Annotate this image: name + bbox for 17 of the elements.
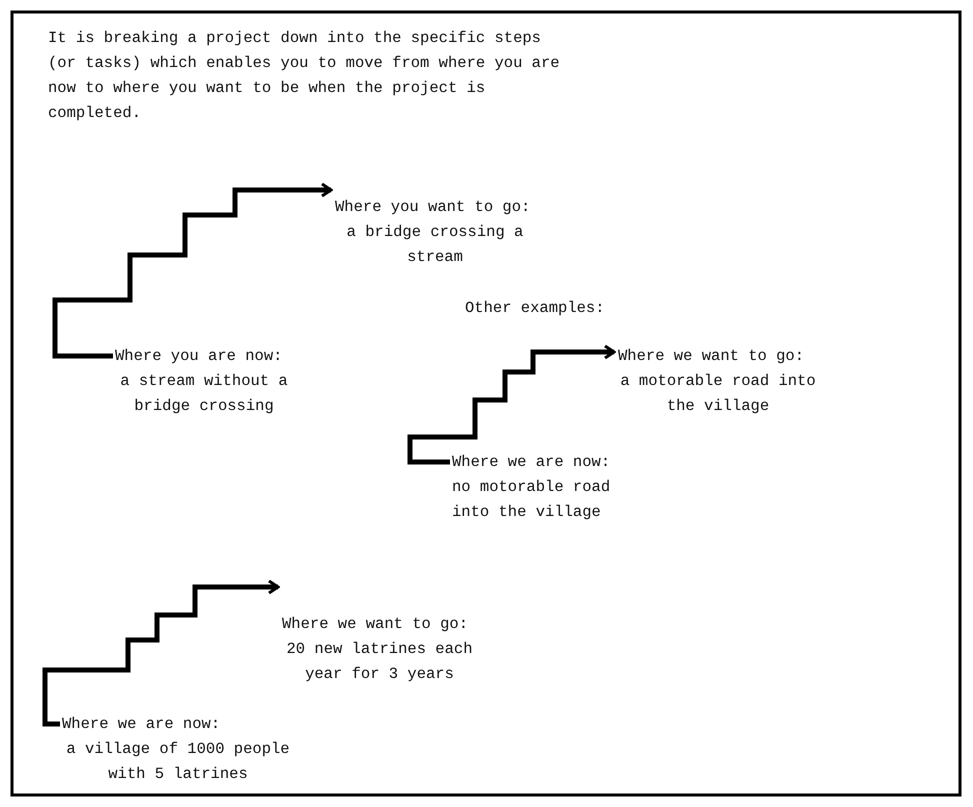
step-description: a motorable road into the village [619,371,817,417]
staircase-arrow [42,580,280,726]
section-heading: Other examples: [465,298,606,319]
step-heading: Where you want to go: [335,197,532,218]
description-paragraph: It is breaking a project down into the specific steps (or tasks) which enables you to move from where you are now to where you want to be when the project is completed. [48,28,561,124]
step-description: 20 new latrines each year for 3 years [285,639,474,685]
step-heading: Where we are now: [62,714,222,735]
staircase-arrow [408,344,616,464]
step-description: no motorable road into the village [452,477,612,523]
step-heading: Where we want to go: [618,346,806,367]
step-heading: Where you are now: [115,346,284,367]
staircase-arrow [52,182,332,358]
step-heading: Where we are now: [452,452,612,473]
step-heading: Where we want to go: [282,614,470,635]
step-description: a bridge crossing a stream [346,222,524,268]
step-description: a stream without a bridge crossing [119,371,289,417]
step-description: a village of 1000 people with 5 latrines [65,739,291,785]
